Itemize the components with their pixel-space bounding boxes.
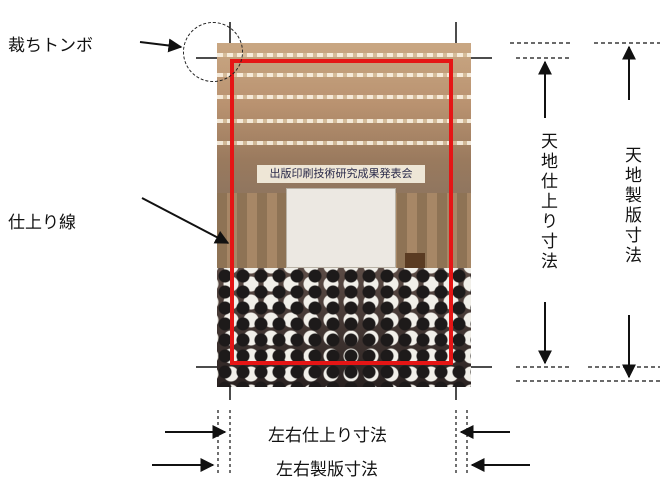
- trim-line-frame: [230, 59, 453, 365]
- ceiling-lights: [217, 73, 471, 77]
- stage-banner: 出版印刷技術研究成果発表会: [257, 165, 425, 183]
- trim-mark-pointer-arrow: [139, 38, 183, 53]
- ceiling-lights: [217, 119, 471, 123]
- ceiling-lights: [217, 95, 471, 99]
- trim-marks-label: 裁ちトンボ: [8, 36, 93, 56]
- audience: [217, 268, 471, 387]
- crop-marks: [196, 22, 492, 400]
- ceiling-lights: [217, 53, 471, 57]
- vertical-finished-label: 天地仕上り寸法: [537, 132, 557, 272]
- horizontal-finished-label: 左右仕上り寸法: [268, 426, 387, 446]
- projection-screen: [287, 189, 395, 267]
- trim-line-label: 仕上り線: [8, 213, 76, 233]
- trim-line-pointer-arrow: [141, 197, 230, 244]
- vertical-production-label: 天地製版寸法: [621, 146, 641, 266]
- trim-mark-highlight-circle: [183, 22, 243, 82]
- ceiling-lights: [217, 141, 471, 145]
- conference-photo: 出版印刷技術研究成果発表会: [217, 43, 471, 387]
- horizontal-production-label: 左右製版寸法: [276, 460, 378, 480]
